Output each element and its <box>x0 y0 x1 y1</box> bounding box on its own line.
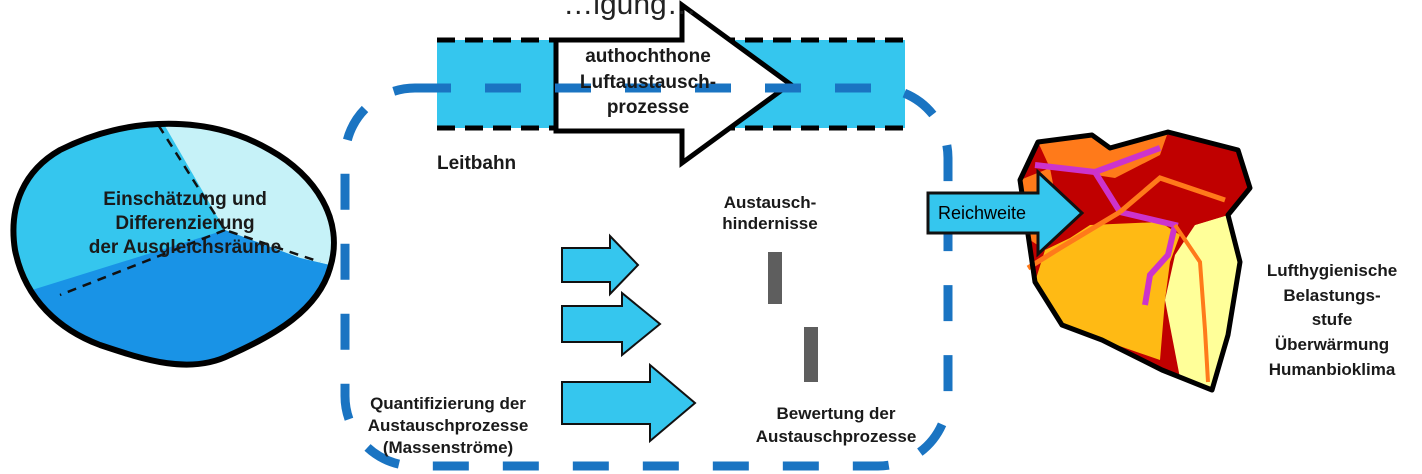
quantifizierung-line-1: Quantifizierung der <box>370 394 526 413</box>
bewertung-line-2: Austauschprozesse <box>755 426 917 446</box>
quantifizierung-label: Quantifizierung der Austauschprozesse (M… <box>358 393 538 458</box>
bewertung-line-1: Bewertung der <box>776 404 896 423</box>
ausgleichsraum-line-2: Differenzierung <box>115 212 255 234</box>
wirkungsraum-line-1: Lufthygienische <box>1266 261 1398 280</box>
reichweite-label: Reichweite <box>937 203 1027 223</box>
wirkungsraum-map <box>1017 129 1253 393</box>
obstacle-bar-2 <box>804 327 818 382</box>
wirkungsraum-line-2: Belastungs- <box>1283 285 1381 305</box>
quantifizierung-line-2: Austauschprozesse <box>367 415 529 435</box>
leitbahn-arrow-line-1: authochthone <box>585 46 711 67</box>
wirkungsraum-line-5: Humanbioklima <box>1268 359 1396 379</box>
leitbahn-arrow-line-2: Luftaustausch- <box>579 71 717 93</box>
ausgleichsraum-line-3: der Ausgleichsräume <box>88 236 282 258</box>
wirkungsraum-line-4: Überwärmung <box>1274 334 1390 354</box>
leitbahn-arrow-line-3: prozesse <box>606 97 690 119</box>
hindernisse-label: Austausch- hindernisse <box>700 192 840 235</box>
reichweite-arrow <box>926 168 1085 258</box>
dashed-frame <box>340 83 953 471</box>
wirkungsraum-line-3: stufe <box>1311 310 1353 330</box>
obstacle-bar-1 <box>768 252 782 304</box>
wirkungsraum-label: Lufthygienische Belastungs- stufe Überwä… <box>1244 259 1420 382</box>
leitbahn-arrow-label: authochthone Luftaustausch- prozesse <box>563 44 733 121</box>
mass-flow-arrow-3 <box>561 362 697 444</box>
ausgleichsraum-line-1: Einschätzung und <box>103 189 267 210</box>
hindernisse-line-2: hindernisse <box>722 214 818 234</box>
mass-flow-arrow-1 <box>561 233 640 297</box>
leitbahn-arrow <box>553 0 795 168</box>
leitbahn-label: Leitbahn <box>437 153 517 174</box>
ausgleichsraum-label: Einschätzung und Differenzierung der Aus… <box>65 188 305 259</box>
mass-flow-arrow-2 <box>561 290 662 358</box>
hindernisse-line-1: Austausch- <box>723 193 817 212</box>
cut-title: …igung… <box>563 0 697 21</box>
quantifizierung-line-3: (Massenströme) <box>382 437 514 457</box>
bewertung-label: Bewertung der Austauschprozesse <box>736 403 936 449</box>
